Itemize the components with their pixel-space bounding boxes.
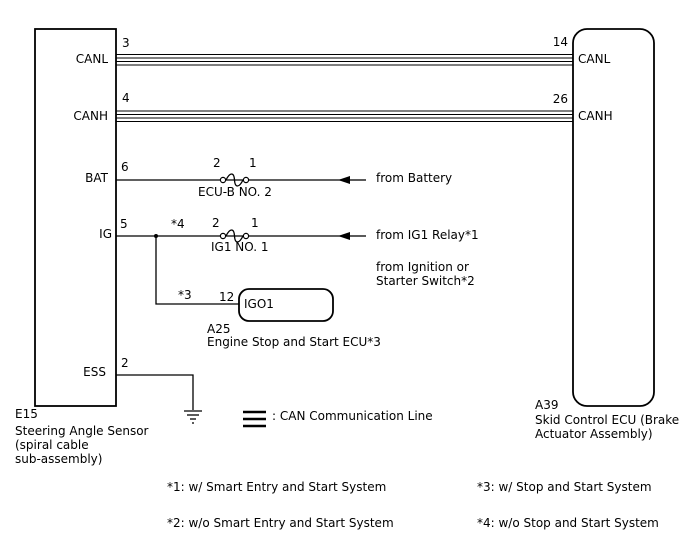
bat-arrow-icon: [338, 176, 350, 184]
ecu-pin-number-canl: 14: [553, 35, 568, 49]
ecu-name-line-2: Actuator Assembly): [535, 427, 653, 441]
sensor-pin-number-canl: 3: [122, 36, 130, 50]
alt-source-line-1: from Ignition or: [376, 260, 469, 274]
footnote-3: *3: w/ Stop and Start System: [477, 480, 652, 494]
engine-stop-ecu-connector: [238, 288, 334, 322]
sensor-pin-label-canh: CANH: [73, 109, 108, 123]
sensor-pin-label-ess: ESS: [83, 365, 106, 379]
ess-wire: [116, 374, 194, 410]
ecu-pin-label-canh: CANH: [578, 109, 613, 123]
ecu-code: A39: [535, 398, 558, 412]
ig-arrow-icon: [338, 232, 350, 240]
sensor-pin-number-canh: 4: [122, 91, 130, 105]
ecu-b-no2-fuse-element: [225, 173, 244, 187]
engine-stop-ecu-note: *3: [178, 288, 192, 302]
ig1-no1-pin-left: 2: [212, 216, 220, 230]
steering-angle-sensor-box: [34, 28, 117, 407]
alt-source-line-2: Starter Switch*2: [376, 274, 475, 288]
can-line-canl: [116, 54, 573, 66]
ecu-pin-number-canh: 26: [553, 92, 568, 106]
sensor-code: E15: [15, 407, 38, 421]
footnote-2: *2: w/o Smart Entry and Start System: [167, 516, 394, 530]
ecu-name-line-1: Skid Control ECU (Brake: [535, 413, 679, 427]
ig1-no1-fuse-name: IG1 NO. 1: [211, 240, 269, 254]
sensor-pin-label-bat: BAT: [85, 171, 109, 185]
from-ig1-relay-label: from IG1 Relay*1: [376, 228, 479, 242]
footnote-1: *1: w/ Smart Entry and Start System: [167, 480, 386, 494]
skid-control-ecu-box: [572, 28, 655, 407]
ig1-no1-fuse-symbol: [219, 232, 250, 240]
footnote-4: *4: w/o Stop and Start System: [477, 516, 659, 530]
sensor-pin-label-ig: IG: [99, 227, 112, 241]
ig1-no1-pin-right: 1: [251, 216, 259, 230]
sensor-pin-number-bat: 6: [121, 160, 129, 174]
sensor-name-line-1: Steering Angle Sensor: [15, 424, 149, 438]
ecu-b-no2-fuse-symbol: [219, 176, 250, 184]
ecu-b-no2-pin-right: 1: [249, 156, 257, 170]
can-line-canh: [116, 110, 573, 122]
ig-branch-note: *4: [171, 217, 185, 231]
sensor-pin-number-ig: 5: [120, 217, 128, 231]
can-line-legend-icon: [243, 410, 266, 428]
from-battery-label: from Battery: [376, 171, 452, 185]
engine-stop-ecu-pin-number: 12: [219, 290, 234, 304]
engine-stop-ecu-code: A25: [207, 322, 230, 336]
ecu-pin-label-canl: CANL: [578, 52, 611, 66]
engine-stop-ecu-name: Engine Stop and Start ECU*3: [207, 335, 381, 349]
engine-stop-ecu-pin-label: IGO1: [244, 297, 274, 311]
ecu-b-no2-fuse-name: ECU-B NO. 2: [198, 185, 272, 199]
ig-branch-wire: [155, 236, 239, 305]
sensor-pin-label-canl: CANL: [76, 52, 109, 66]
sensor-name-line-3: sub-assembly): [15, 452, 102, 466]
sensor-pin-number-ess: 2: [121, 356, 129, 370]
can-line-legend-label: : CAN Communication Line: [272, 409, 433, 423]
ground-icon: [184, 410, 202, 424]
ecu-b-no2-pin-left: 2: [213, 156, 221, 170]
ig1-no1-fuse-element: [225, 229, 244, 243]
sensor-name-line-2: (spiral cable: [15, 438, 89, 452]
